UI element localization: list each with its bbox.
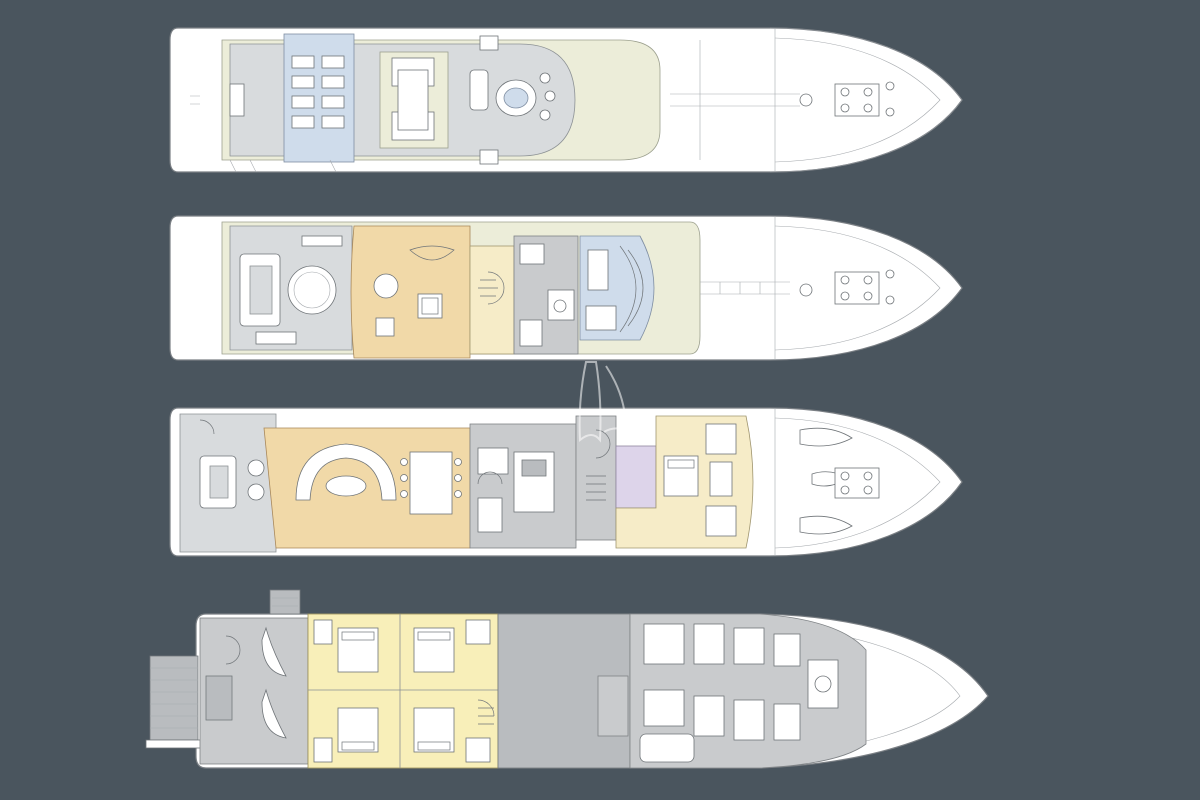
bridge-deck-anchor-windlass xyxy=(834,269,895,305)
main-deck-dining-table xyxy=(409,451,453,515)
crew-cabins xyxy=(643,623,839,741)
sail-logo-icon xyxy=(578,361,628,443)
bridge-deck-sky-lounge xyxy=(350,225,471,359)
sun-deck-anchor-windlass xyxy=(834,81,895,117)
main-deck-office xyxy=(615,445,657,509)
lower-deck-swim-platform xyxy=(149,655,199,741)
crew-mess xyxy=(639,733,695,763)
main-deck-anchor-windlass xyxy=(834,467,880,499)
bridge-deck-round-dining-table xyxy=(287,265,337,315)
guest-cabin-2 xyxy=(413,619,491,673)
guest-bed-1 xyxy=(337,627,379,673)
bridge-deck xyxy=(169,215,963,361)
bridge-deck-round-table xyxy=(373,273,399,299)
lower-deck xyxy=(145,589,989,769)
lower-deck-side-boarding xyxy=(269,589,301,615)
main-deck-owner-bed xyxy=(663,455,699,497)
sun-deck xyxy=(169,27,963,173)
guest-cabin-3 xyxy=(313,707,379,763)
guest-bed-4 xyxy=(413,707,455,753)
guest-bed-2 xyxy=(413,627,455,673)
guest-bed-3 xyxy=(337,707,379,753)
main-deck xyxy=(169,407,963,557)
guest-cabin-1 xyxy=(313,619,379,673)
guest-cabin-4 xyxy=(413,707,491,763)
lower-deck-crew-area xyxy=(629,613,867,769)
main-deck-curved-sofa xyxy=(295,443,397,501)
